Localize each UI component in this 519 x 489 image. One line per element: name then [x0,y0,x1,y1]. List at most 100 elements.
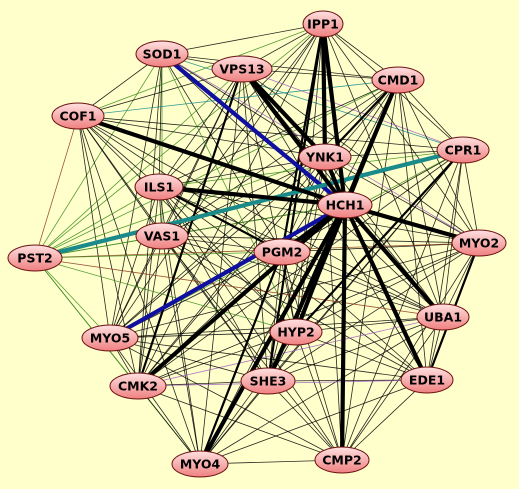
node-cmd1[interactable]: CMD1 [371,66,425,94]
node-vas1[interactable]: VAS1 [135,222,189,250]
node-myo2[interactable]: MYO2 [451,229,507,257]
edge-cmd1-hch1 [342,77,401,208]
edge-ipp1-pst2 [34,23,324,259]
node-hyp2[interactable]: HYP2 [269,318,323,346]
edge-ipp1-cmk2 [137,23,324,387]
node-ellipse [135,40,189,68]
node-vps13[interactable]: VPS13 [211,55,273,83]
node-ellipse [400,366,454,394]
node-ellipse [451,229,507,257]
edge-ynk1-pst2 [34,156,326,259]
edge-cpr1-myo2 [462,149,480,244]
node-ede1[interactable]: EDE1 [400,366,454,394]
node-label: IPP1 [307,17,339,32]
edge-myo5-she3 [109,337,269,382]
edge-cof1-pst2 [34,115,79,259]
node-ellipse [317,191,373,219]
edge-cmd1-cmk2 [137,79,399,387]
node-cmk2[interactable]: CMK2 [109,372,167,400]
node-label: MYO5 [90,331,130,346]
edge-vps13-ynk1 [239,66,328,160]
node-cmp2[interactable]: CMP2 [314,446,370,474]
node-ellipse [416,303,470,331]
edge-vps13-myo4 [199,68,243,465]
edge-vps13-hch1 [239,66,348,208]
edge-vas1-uba1 [161,235,444,318]
edge-ipp1-ynk1 [320,21,328,160]
edge-hyp2-cmp2 [295,331,343,461]
edge-ipp1-cof1 [77,23,324,117]
node-she3[interactable]: SHE3 [240,367,296,395]
node-sod1[interactable]: SOD1 [135,40,189,68]
edge-ils1-pst2 [34,186,160,259]
node-myo5[interactable]: MYO5 [81,324,139,352]
edge-myo2-cmk2 [137,242,480,387]
node-label: HYP2 [277,325,314,340]
node-label: COF1 [59,109,96,124]
node-label: PST2 [17,251,52,266]
edge-cpr1-myo4 [199,149,464,465]
edge-vps13-myo2 [241,68,480,244]
edge-uba1-myo4 [199,316,444,465]
edge-vas1-ede1 [161,235,428,381]
node-ils1[interactable]: ILS1 [134,173,184,201]
edge-cof1-ils1 [77,115,160,188]
edge-hch1-ede1 [342,202,430,383]
node-cpr1[interactable]: CPR1 [436,136,490,164]
edge-ipp1-she3 [266,22,325,383]
edge-myo2-myo5 [109,242,480,339]
node-ynk1[interactable]: YNK1 [298,143,352,171]
edge-myo5-hch1 [107,202,348,341]
edge-vas1-myo2 [161,235,480,244]
node-ellipse [302,10,344,38]
node-ellipse [371,66,425,94]
edge-sod1-cmk2 [137,53,163,387]
node-label: SOD1 [143,47,182,62]
node-ellipse [51,102,105,130]
node-label: EDE1 [409,373,445,388]
edge-sod1-pst2 [34,53,163,259]
node-pgm2[interactable]: PGM2 [253,238,311,266]
node-ellipse [211,55,273,83]
edge-cmd1-myo2 [397,79,480,244]
edge-sod1-uba1 [161,53,444,318]
edge-cmd1-myo5 [109,79,399,339]
node-label: CPR1 [445,143,482,158]
node-ellipse [171,450,229,478]
node-label: VAS1 [144,229,180,244]
edge-myo2-cmp2 [341,242,480,461]
edge-sod1-ipp1 [161,23,324,55]
edge-hyp2-ede1 [295,331,428,381]
node-label: PGM2 [262,245,303,260]
edge-hch1-cmk2 [135,202,348,389]
edge-sod1-myo5 [109,53,163,339]
edge-pst2-hyp2 [34,257,297,333]
edge-myo5-ede1 [109,337,428,381]
edge-pst2-pgm2 [34,251,283,259]
node-uba1[interactable]: UBA1 [416,303,470,331]
node-ipp1[interactable]: IPP1 [302,10,344,38]
edge-cmk2-myo4 [137,385,201,465]
node-ellipse [314,446,370,474]
edge-pst2-myo5 [34,257,111,339]
node-label: YNK1 [305,150,344,165]
node-ellipse [81,324,139,352]
edge-uba1-cmk2 [137,316,444,387]
node-label: CMK2 [118,379,158,394]
node-myo4[interactable]: MYO4 [171,450,229,478]
edge-ynk1-myo2 [324,156,480,244]
node-cof1[interactable]: COF1 [51,102,105,130]
node-hch1[interactable]: HCH1 [317,191,373,219]
edge-ils1-ede1 [158,186,428,381]
edge-pgm2-cmp2 [281,251,343,461]
node-label: ILS1 [144,180,174,195]
edge-uba1-she3 [267,316,444,382]
node-label: CMP2 [322,453,361,468]
edge-sod1-hch1 [159,51,348,208]
edge-vps13-cof1 [77,68,243,117]
edge-myo2-hyp2 [295,242,480,333]
node-pst2[interactable]: PST2 [7,244,63,272]
node-ellipse [253,238,311,266]
